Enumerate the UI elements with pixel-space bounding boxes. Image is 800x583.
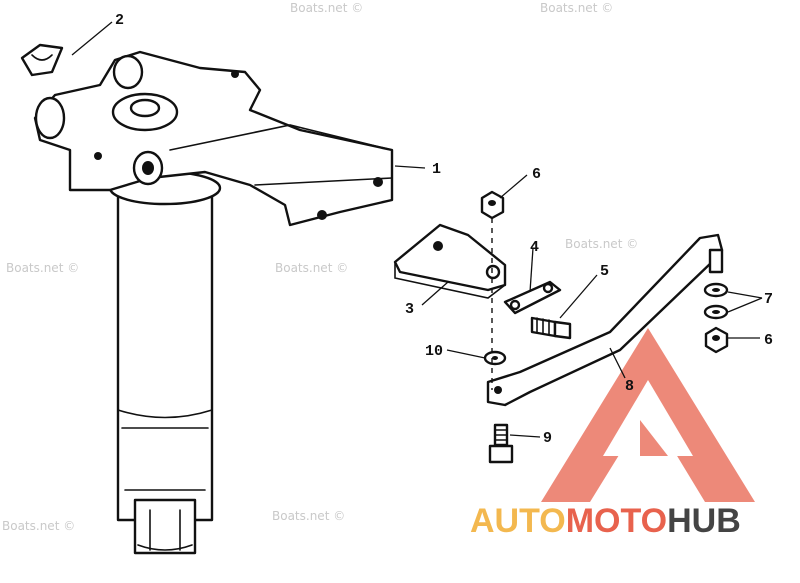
watermark-bottom-left: Boats.net © <box>2 519 75 533</box>
part-10-washer <box>483 350 507 366</box>
logo-auto: AUTO <box>470 502 566 540</box>
part-6-nut-top <box>480 190 505 220</box>
part-5-bolt <box>530 316 572 340</box>
watermark-left: Boats.net © <box>6 261 79 275</box>
callout-7: 7 <box>764 291 773 308</box>
part-7-washers <box>703 282 729 320</box>
watermarks: Boats.net © Boats.net © Boats.net © Boat… <box>2 1 638 533</box>
part-9-bolt <box>488 423 514 464</box>
logo-moto: MOTO <box>566 502 667 540</box>
part-8-link-rod <box>486 233 724 407</box>
callout-8: 8 <box>625 378 634 395</box>
leader-lines <box>71 21 763 438</box>
part-1-steering-arm-column <box>33 50 394 555</box>
part-2-clip <box>20 43 64 77</box>
logo-triangle <box>541 328 755 502</box>
watermark-top-right: Boats.net © <box>540 1 613 15</box>
part-4-link-plate <box>503 280 562 315</box>
callout-5: 5 <box>600 263 609 280</box>
callout-labels: 1 2 3 4 5 6 6 7 8 9 10 <box>115 12 773 447</box>
part-3-bracket <box>393 223 507 299</box>
callout-4: 4 <box>530 239 539 256</box>
watermark-top-center: Boats.net © <box>290 1 363 15</box>
logo-text: AUTOMOTOHUB <box>470 502 741 540</box>
watermark-center: Boats.net © <box>275 261 348 275</box>
callout-10: 10 <box>425 343 443 360</box>
part-6-nut-right <box>704 326 729 354</box>
logo-automotohub: AUTOMOTOHUB <box>470 502 741 540</box>
callout-9: 9 <box>543 430 552 447</box>
callout-6-right: 6 <box>764 332 773 349</box>
watermark-bottom-center: Boats.net © <box>272 509 345 523</box>
callout-6-top: 6 <box>532 166 541 183</box>
callout-2: 2 <box>115 12 124 29</box>
logo-hub: HUB <box>667 502 741 540</box>
watermark-right: Boats.net © <box>565 237 638 251</box>
callout-3: 3 <box>405 301 414 318</box>
callout-1: 1 <box>432 161 441 178</box>
